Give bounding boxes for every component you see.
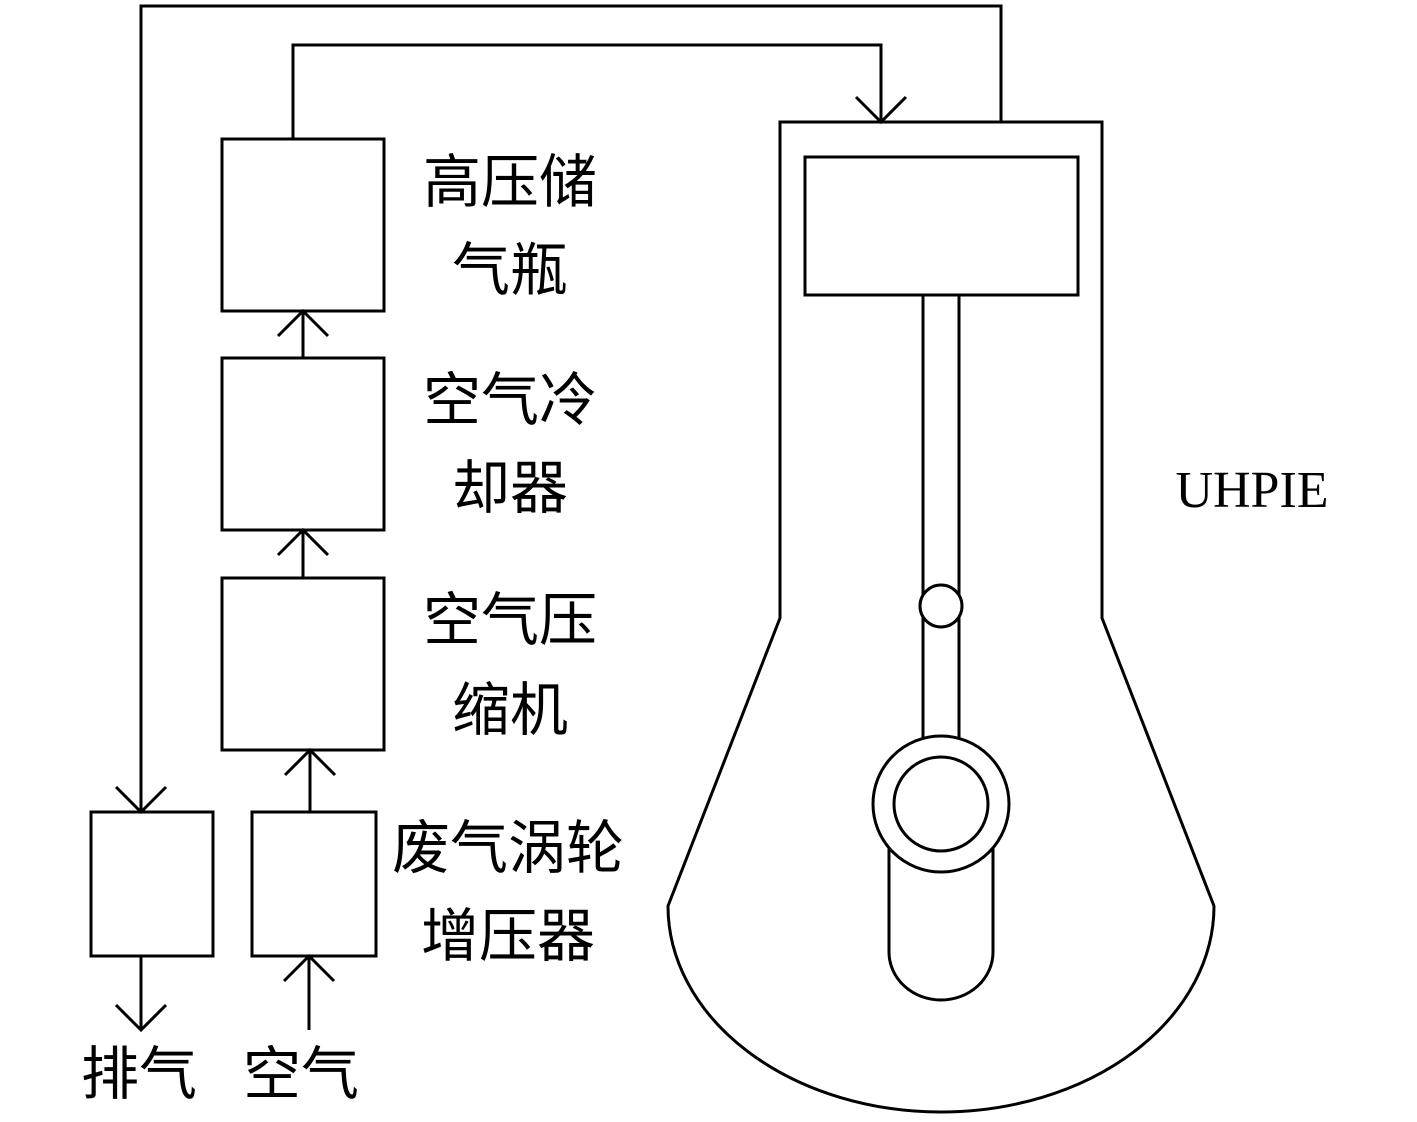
arrow-compressor-to-cooler [276, 527, 330, 578]
crankshaft-inner [892, 755, 990, 853]
label-exhaust: 排气 [81, 1040, 197, 1108]
air-compressor-box [220, 576, 386, 752]
turbocharger-box [250, 810, 378, 958]
label-turbo-line1: 废气涡轮 [392, 814, 624, 882]
label-compressor-line1: 空气压 [423, 586, 597, 654]
label-turbo-line2: 增压器 [421, 902, 595, 970]
engine-body [666, 120, 1216, 1114]
arrow-turbo-to-compressor [283, 747, 337, 812]
arrow-cooler-to-cylinder [276, 308, 330, 358]
line-engine-to-exhaust [114, 4, 1003, 815]
high-pressure-gas-cylinder-box [220, 137, 386, 313]
label-air: 空气 [243, 1040, 359, 1108]
crank-slot [887, 840, 995, 1002]
label-storage-line2: 气瓶 [452, 236, 568, 304]
label-compressor-line2: 缩机 [452, 676, 568, 744]
label-engine: UHPIE [1175, 462, 1328, 519]
label-cooler-line2: 却器 [452, 454, 568, 522]
arrow-air-inlet [282, 953, 336, 1030]
wrist-pin [918, 583, 964, 629]
line-cylinder-to-engine [291, 43, 908, 139]
label-storage-line1: 高压储 [423, 148, 597, 216]
piston [803, 155, 1080, 297]
arrow-exhaust-outlet [114, 956, 168, 1033]
air-cooler-box [220, 356, 386, 532]
exhaust-box [89, 810, 215, 958]
label-cooler-line1: 空气冷 [423, 366, 597, 434]
connecting-rod [921, 295, 961, 745]
